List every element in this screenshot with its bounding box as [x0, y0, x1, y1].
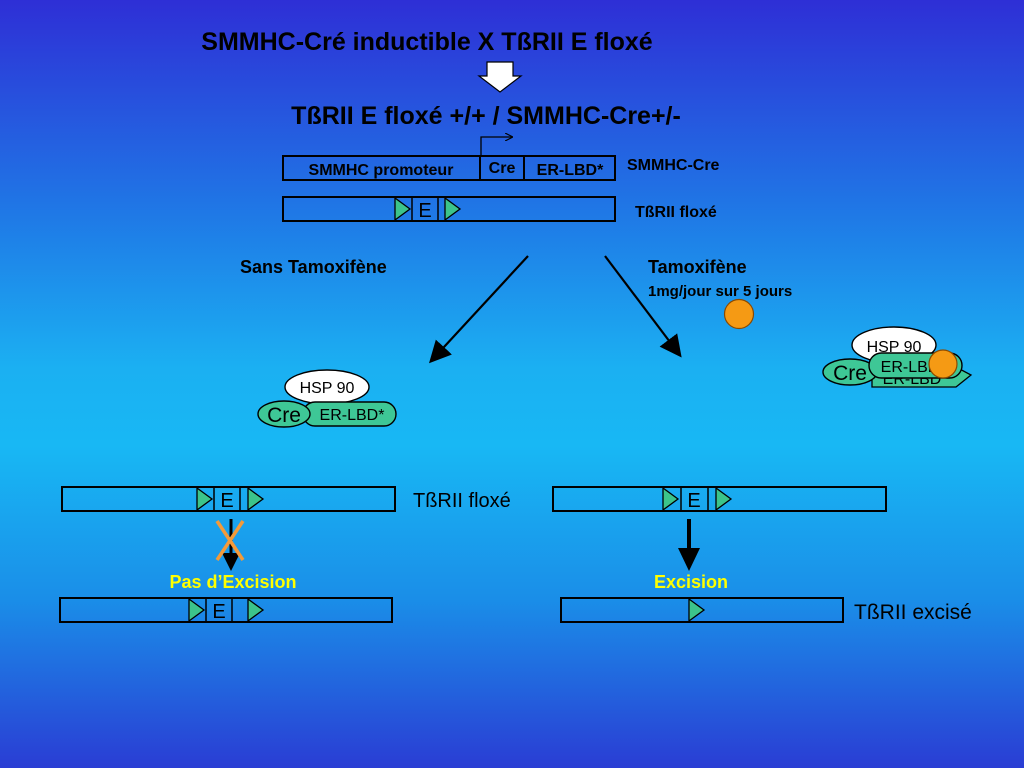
erlbd-label: ER-LBD*	[320, 407, 385, 424]
excision-label: Excision	[654, 572, 728, 592]
allele-box	[552, 486, 887, 512]
allele-label: TßRII floxé	[635, 204, 717, 221]
blocked-cross-icon	[215, 520, 245, 561]
no-tamoxifen-label: Sans Tamoxifène	[240, 257, 387, 277]
cre-complex-active: ER-LBD HSP 90 Cre ER-LBD	[822, 326, 973, 388]
allele-box	[560, 597, 844, 623]
down-arrow-icon	[678, 548, 700, 571]
erlbd-label: ER-LBD	[881, 359, 940, 376]
promoter-label: SMMHC promoteur	[309, 162, 454, 179]
allele-box	[59, 597, 393, 623]
tamoxifen-label: Tamoxifène	[648, 257, 747, 277]
unexcised-allele: E	[59, 597, 393, 623]
floxed-allele-left: E	[61, 486, 396, 512]
block-down-arrow-icon	[477, 61, 523, 93]
exon-label: E	[212, 601, 225, 623]
loxp-site-icon	[715, 486, 733, 512]
allele-box	[61, 486, 396, 512]
cre-recombinase	[257, 400, 311, 428]
tamoxifen-dose-label: 1mg/jour sur 5 jours	[648, 283, 792, 300]
exon-label: E	[687, 490, 700, 512]
loxp-site-icon	[196, 486, 214, 512]
construct-box	[282, 155, 616, 181]
exon-label: E	[220, 490, 233, 512]
allele-box	[282, 196, 616, 222]
transcription-start-arrow-icon	[480, 137, 512, 155]
arrow-right-branch	[604, 255, 682, 358]
tamoxifen-molecule-icon	[723, 298, 755, 330]
tamoxifen-bound-icon	[928, 349, 958, 379]
down-arrow-icon	[222, 553, 240, 571]
excised-allele	[560, 597, 844, 623]
cre-complex-inactive: HSP 90 ER-LBD* Cre	[257, 369, 397, 428]
middle-allele-label: TßRII floxé	[413, 490, 511, 512]
main-title: SMMHC-Cré inductible X TßRII E floxé	[201, 28, 653, 56]
arrow-left-branch	[429, 255, 529, 364]
cre-segment-label: Cre	[489, 160, 516, 177]
hsp90-label: HSP 90	[300, 380, 355, 397]
no-excision-label: Pas d’Excision	[169, 572, 296, 592]
smmhc-cre-construct: SMMHC promoteur Cre ER-LBD* SMMHC-Cre	[282, 137, 720, 181]
cre-label: Cre	[267, 404, 301, 427]
loxp-site-icon	[394, 196, 412, 222]
floxed-allele-right: E	[552, 486, 887, 512]
genotype-subtitle: TßRII E floxé +/+ / SMMHC-Cre+/-	[291, 102, 681, 130]
exon-label: E	[418, 200, 431, 222]
erlbd-segment-label: ER-LBD*	[537, 162, 604, 179]
loxp-site-icon	[247, 597, 265, 623]
excised-allele-label: TßRII excisé	[854, 601, 972, 624]
loxp-site-icon	[247, 486, 265, 512]
construct-name-label: SMMHC-Cre	[627, 157, 720, 174]
loxp-site-icon	[188, 597, 206, 623]
hsp90-label: HSP 90	[867, 339, 922, 356]
floxed-allele-top: E TßRII floxé	[282, 196, 717, 222]
cre-label: Cre	[833, 362, 867, 385]
loxp-site-icon	[688, 597, 706, 623]
loxp-site-icon	[444, 196, 462, 222]
loxp-site-icon	[662, 486, 680, 512]
